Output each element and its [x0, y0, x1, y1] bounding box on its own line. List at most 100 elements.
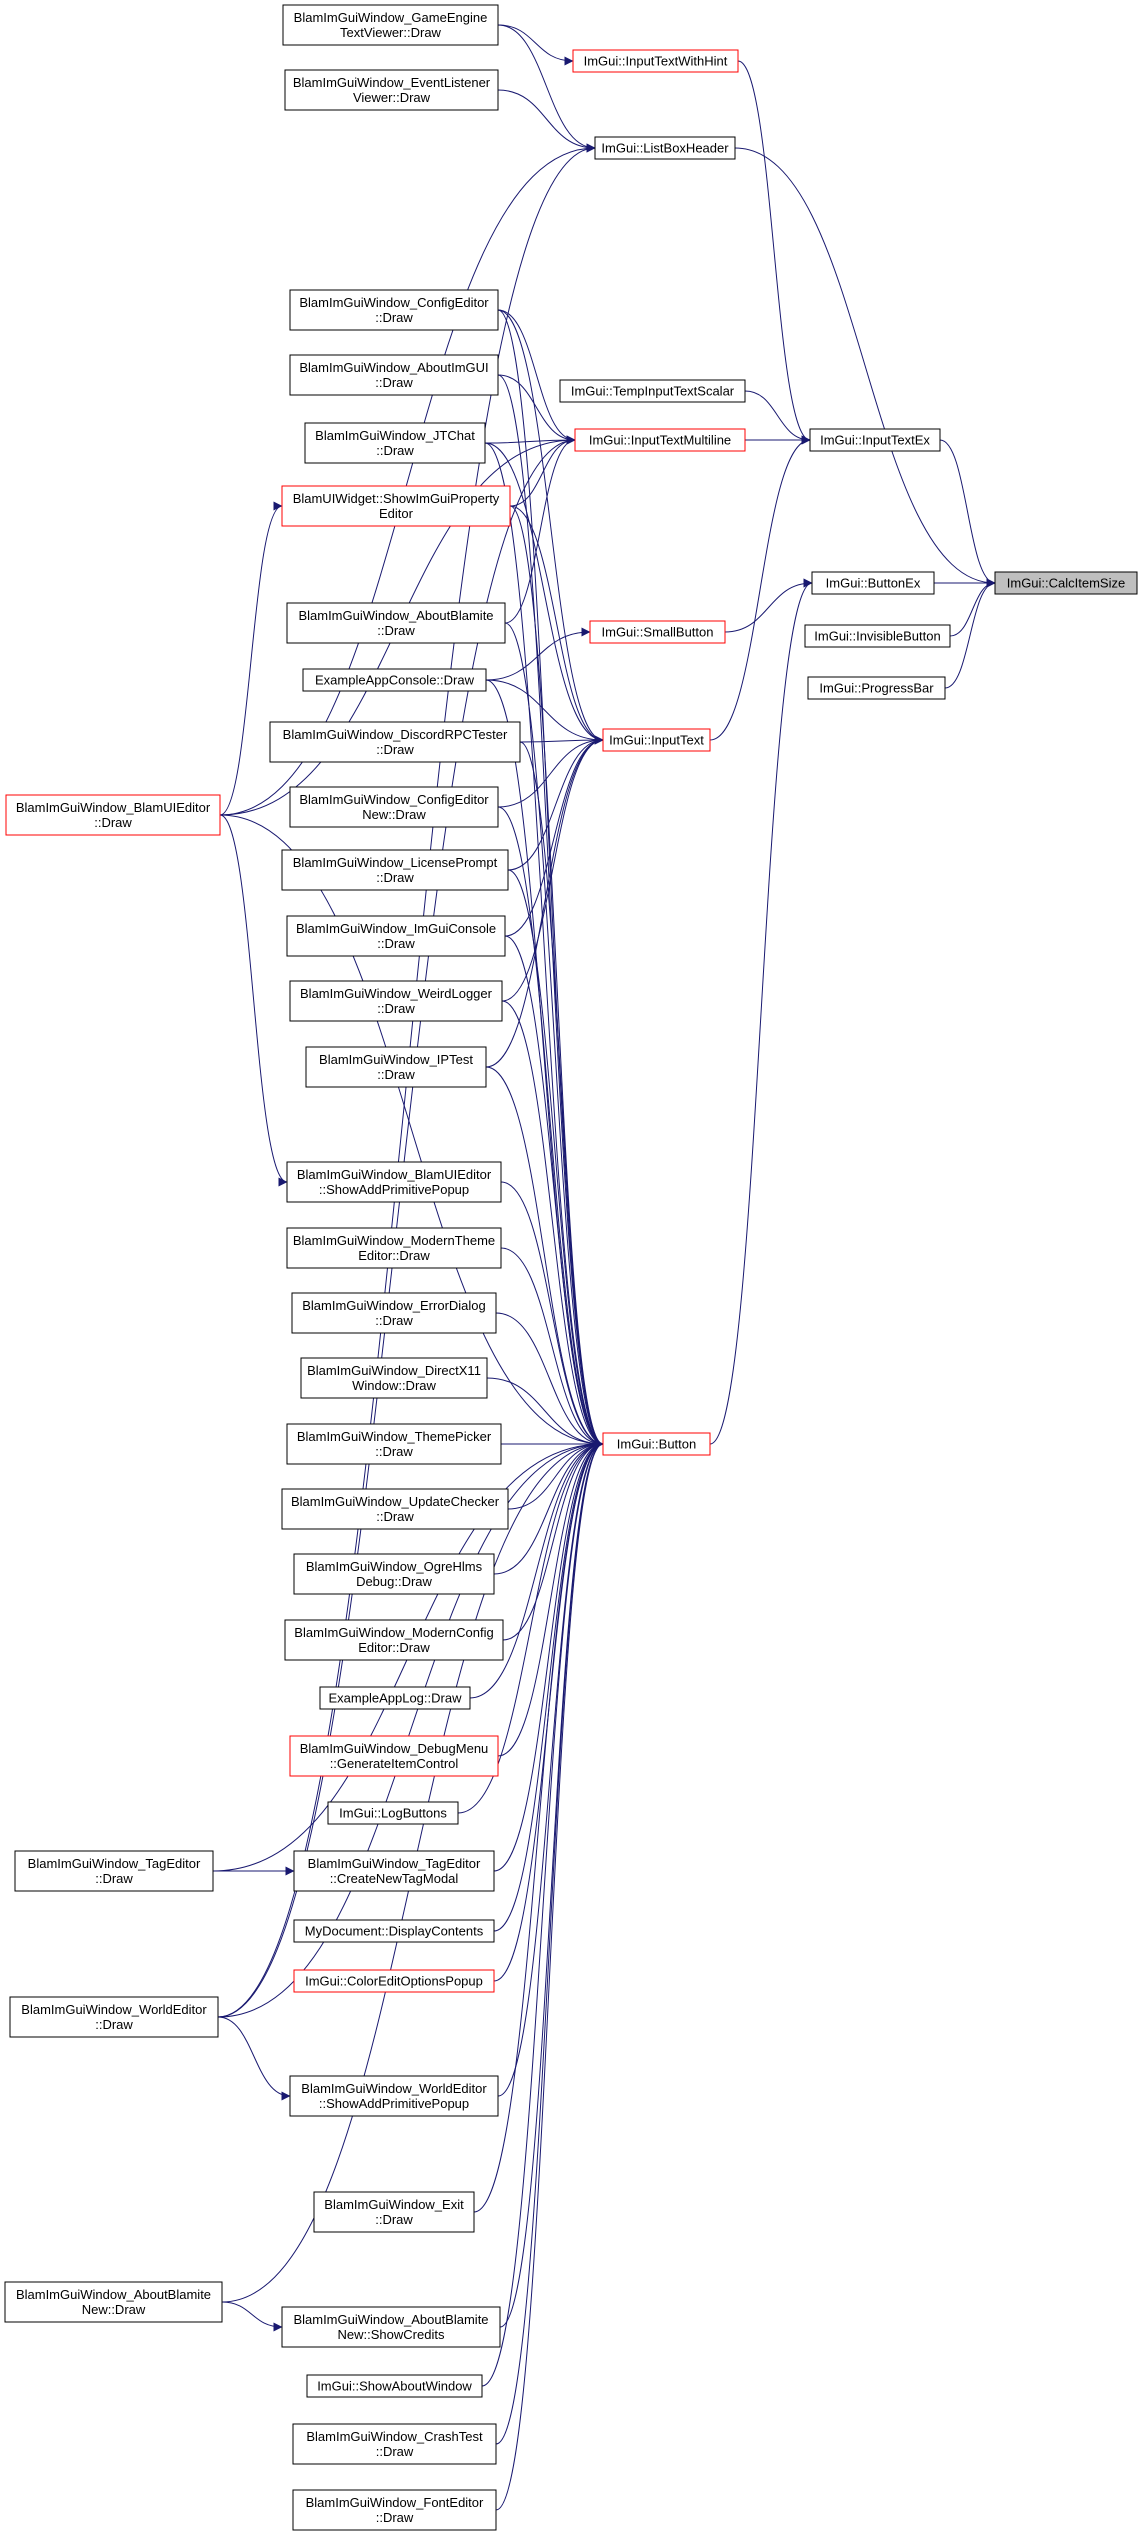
node-label-modernconfig-line-1: Editor::Draw [358, 1640, 430, 1655]
node-label-discordrpctester-line-0: BlamImGuiWindow_DiscordRPCTester [283, 727, 508, 742]
node-mydocument[interactable]: MyDocument::DisplayContents [293, 1919, 495, 1943]
edge-crashtest-to-button [495, 1439, 604, 2445]
node-showaboutwindow[interactable]: ImGui::ShowAboutWindow [306, 2374, 483, 2398]
node-worldeditorpopup[interactable]: BlamImGuiWindow_WorldEditor::ShowAddPrim… [289, 2075, 499, 2117]
node-box-blamuieditor [5, 794, 221, 836]
node-imguiconsole[interactable]: BlamImGuiWindow_ImGuiConsole::Draw [286, 915, 506, 957]
node-box-progressbar [807, 676, 946, 700]
node-box-jtchat [304, 422, 486, 464]
node-aboutimgui[interactable]: BlamImGuiWindow_AboutImGUI::Draw [289, 354, 499, 396]
node-label-imguiconsole-line-0: BlamImGuiWindow_ImGuiConsole [296, 921, 496, 936]
node-blamuieditorpopup[interactable]: BlamImGuiWindow_BlamUIEditor::ShowAddPri… [286, 1161, 502, 1203]
node-box-themepicker [286, 1423, 502, 1465]
node-iptest[interactable]: BlamImGuiWindow_IPTest::Draw [305, 1046, 487, 1088]
node-box-ogrehlms [293, 1553, 495, 1595]
node-exampleappconsole[interactable]: ExampleAppConsole::Draw [302, 668, 487, 692]
node-eventlistener[interactable]: BlamImGuiWindow_EventListenerViewer::Dra… [284, 69, 499, 111]
edge-blamuieditor-to-blamuieditorpopup [219, 814, 288, 1187]
node-inputtext[interactable]: ImGui::InputText [602, 728, 711, 752]
node-box-showcredits [281, 2306, 501, 2348]
node-label-debugmenu-line-0: BlamImGuiWindow_DebugMenu [300, 1741, 489, 1756]
node-exit[interactable]: BlamImGuiWindow_Exit::Draw [313, 2191, 475, 2233]
node-label-fonteditor-line-0: BlamImGuiWindow_FontEditor [306, 2495, 484, 2510]
node-box-calcitemsize [994, 571, 1138, 595]
node-button[interactable]: ImGui::Button [602, 1432, 711, 1456]
node-fonteditor[interactable]: BlamImGuiWindow_FontEditor::Draw [292, 2489, 497, 2531]
node-tageditor[interactable]: BlamImGuiWindow_TagEditor::Draw [14, 1850, 214, 1892]
node-label-directx11-line-1: Window::Draw [352, 1378, 436, 1393]
node-label-invisiblebutton-line-0: ImGui::InvisibleButton [814, 629, 940, 644]
node-discordrpctester[interactable]: BlamImGuiWindow_DiscordRPCTester::Draw [269, 721, 521, 763]
node-createnewtag[interactable]: BlamImGuiWindow_TagEditor::CreateNewTagM… [293, 1850, 495, 1892]
node-invisiblebutton[interactable]: ImGui::InvisibleButton [804, 624, 951, 648]
node-box-listboxheader [594, 136, 736, 160]
edge-worldeditor-to-worldeditorpopup [217, 2016, 291, 2101]
edge-logbuttons-to-button [457, 1439, 604, 1814]
node-coloreditoptions[interactable]: ImGui::ColorEditOptionsPopup [293, 1969, 495, 1993]
node-label-aboutimgui-line-0: BlamImGuiWindow_AboutImGUI [299, 360, 488, 375]
node-smallbutton[interactable]: ImGui::SmallButton [589, 620, 726, 644]
node-aboutblamite[interactable]: BlamImGuiWindow_AboutBlamite::Draw [286, 602, 506, 644]
node-label-crashtest-line-0: BlamImGuiWindow_CrashTest [306, 2429, 483, 2444]
node-tempinputtextscalar[interactable]: ImGui::TempInputTextScalar [559, 379, 746, 403]
node-buttonex[interactable]: ImGui::ButtonEx [811, 571, 935, 595]
node-debugmenu[interactable]: BlamImGuiWindow_DebugMenu::GenerateItemC… [289, 1735, 499, 1777]
edge-jtchat-to-inputtextmultiline [484, 435, 576, 445]
node-label-showaboutwindow-line-0: ImGui::ShowAboutWindow [317, 2379, 472, 2394]
edge-inputtext-to-inputtextex [709, 435, 811, 741]
node-exampleapplog[interactable]: ExampleAppLog::Draw [319, 1686, 471, 1710]
node-calcitemsize[interactable]: ImGui::CalcItemSize [994, 571, 1138, 595]
node-logbuttons[interactable]: ImGui::LogButtons [327, 1801, 459, 1825]
node-box-invisiblebutton [804, 624, 951, 648]
node-updatechecker[interactable]: BlamImGuiWindow_UpdateChecker::Draw [281, 1488, 509, 1530]
node-crashtest[interactable]: BlamImGuiWindow_CrashTest::Draw [292, 2423, 497, 2465]
node-label-weirdlogger-line-1: ::Draw [377, 1001, 415, 1016]
node-inputtextmultiline[interactable]: ImGui::InputTextMultiline [574, 428, 746, 452]
node-licenseprompt[interactable]: BlamImGuiWindow_LicensePrompt::Draw [281, 849, 509, 891]
node-box-showaboutwindow [306, 2374, 483, 2398]
node-themepicker[interactable]: BlamImGuiWindow_ThemePicker::Draw [286, 1423, 502, 1465]
node-inputtextwithhint[interactable]: ImGui::InputTextWithHint [572, 49, 739, 73]
node-listboxheader[interactable]: ImGui::ListBoxHeader [594, 136, 736, 160]
edge-iptest-to-button [485, 1066, 604, 1449]
edge-smallbutton-to-buttonex [724, 578, 813, 633]
node-box-worldeditorpopup [289, 2075, 499, 2117]
node-errordialog[interactable]: BlamImGuiWindow_ErrorDialog::Draw [291, 1292, 497, 1334]
edge-worldeditorpopup-to-button [497, 1439, 604, 2097]
node-label-inputtextwithhint-line-0: ImGui::InputTextWithHint [584, 54, 728, 69]
node-label-updatechecker-line-0: BlamImGuiWindow_UpdateChecker [291, 1494, 500, 1509]
edge-tempinputtextscalar-to-inputtextex [744, 390, 811, 445]
node-configeditor[interactable]: BlamImGuiWindow_ConfigEditor::Draw [289, 289, 499, 331]
edge-configeditor-to-inputtextmultiline [497, 309, 576, 445]
node-gameengine[interactable]: BlamImGuiWindow_GameEngineTextViewer::Dr… [282, 4, 499, 46]
node-jtchat[interactable]: BlamImGuiWindow_JTChat::Draw [304, 422, 486, 464]
edge-showimguiproperty-to-inputtext [509, 505, 604, 745]
edge-iptest-to-inputtext [485, 735, 604, 1068]
edge-progressbar-to-calcitemsize [944, 578, 996, 689]
node-showcredits[interactable]: BlamImGuiWindow_AboutBlamiteNew::ShowCre… [281, 2306, 501, 2348]
node-worldeditor[interactable]: BlamImGuiWindow_WorldEditor::Draw [9, 1996, 219, 2038]
node-label-aboutimgui-line-1: ::Draw [375, 375, 413, 390]
node-progressbar[interactable]: ImGui::ProgressBar [807, 676, 946, 700]
node-box-imguiconsole [286, 915, 506, 957]
edge-inputtextex-to-calcitemsize [939, 439, 996, 588]
node-box-aboutblamite [286, 602, 506, 644]
node-box-exampleapplog [319, 1686, 471, 1710]
node-label-blamuieditorpopup-line-1: ::ShowAddPrimitivePopup [319, 1182, 469, 1197]
node-inputtextex[interactable]: ImGui::InputTextEx [809, 428, 941, 452]
node-label-inputtextmultiline-line-0: ImGui::InputTextMultiline [589, 433, 731, 448]
node-box-updatechecker [281, 1488, 509, 1530]
node-box-modernthemeeditor [286, 1227, 502, 1269]
node-box-button [602, 1432, 711, 1456]
edge-ogrehlms-to-button [493, 1439, 604, 1575]
node-weirdlogger[interactable]: BlamImGuiWindow_WeirdLogger::Draw [289, 980, 503, 1022]
node-blamuieditor[interactable]: BlamImGuiWindow_BlamUIEditor::Draw [5, 794, 221, 836]
